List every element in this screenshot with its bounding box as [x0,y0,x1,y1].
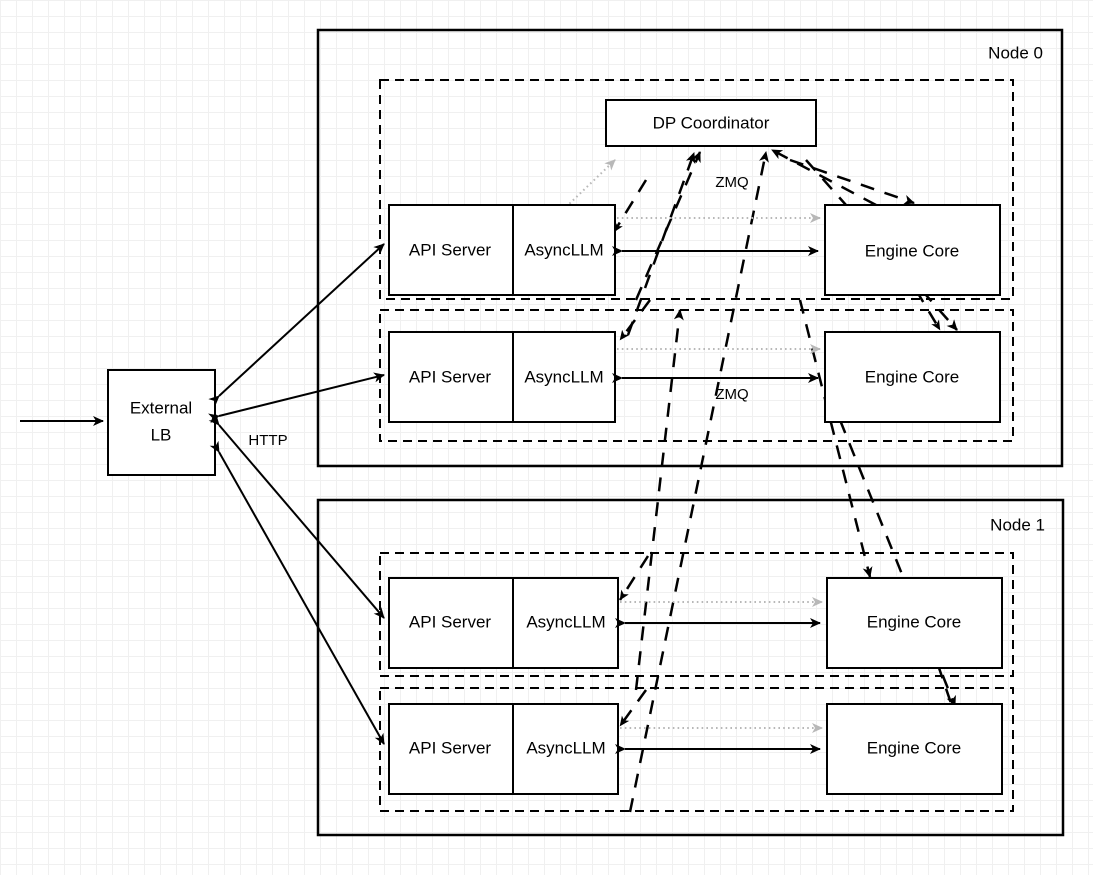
n1r1-api-server-label: API Server [409,738,492,757]
dashed-edge-into-n1r1-asyncllm [618,689,648,727]
n0r1-apiserver-asyncllm-box[interactable] [388,331,616,423]
dashed-edge-n1r1-to-coordinator [628,151,769,813]
node-1-label: Node 1 [990,515,1045,534]
n0r0-async-llm-label: AsyncLLM [524,240,603,259]
dashed-edge-n0r1-to-coordinator [626,152,696,336]
node-1-replica-0-group [379,552,1014,677]
n0r0-engine-core-box[interactable] [824,204,1001,296]
node-1-replica-1-group [379,687,1014,812]
dp-coordinator-box[interactable] [605,99,817,147]
external-lb-label-line1: External [130,398,192,417]
n1r1-engine-core-box[interactable] [826,703,1003,795]
solid-edge-lb-n1r0-apiserver[interactable] [208,414,385,619]
n1r0-api-server-label: API Server [409,612,492,631]
node-0-replica-0-group [379,79,1014,300]
dashed-edge-into-n0r1-asyncllm [619,299,651,341]
dp-coordinator-label: DP Coordinator [653,113,770,132]
node-0-label: Node 0 [988,43,1043,62]
zmq-label-mid: ZMQ [715,386,748,403]
external-lb-label-line2: LB [151,425,172,444]
dashed-edge-n1r0-core-down [936,664,956,713]
solid-edge-lb-n1r1-apiserver[interactable] [209,440,385,745]
n1r1-engine-core-label: Engine Core [867,738,962,757]
dashed-edge-n0r0-core-to-coordinator [771,148,877,207]
n1r0-async-llm-label: AsyncLLM [526,612,605,631]
solid-edge-lb-n0r1-apiserver[interactable] [208,372,385,424]
http-label: HTTP [248,432,287,449]
n0r0-apiserver-asyncllm-box[interactable] [388,204,616,296]
n0r1-engine-core-box[interactable] [824,331,1001,423]
dashed-edge-into-n1r0-asyncllm [618,555,650,601]
n1r1-async-llm-label: AsyncLLM [526,738,605,757]
n0r0-api-server-label: API Server [409,240,492,259]
solid-edge-lb-n0r0-apiserver[interactable] [208,243,385,407]
dashed-edge-n0r0-core-down [914,289,942,331]
n0r0-engine-core-label: Engine Core [865,241,960,260]
external-lb-box[interactable] [107,369,216,476]
n1r0-engine-core-label: Engine Core [867,612,962,631]
dashed-edge-coordinator-to-n1r0-core [798,299,873,578]
dashed-edge-coordinator-to-n0r0-core [789,158,915,205]
n0r1-async-llm-label: AsyncLLM [524,367,603,386]
n1r0-apiserver-asyncllm-box[interactable] [388,577,619,669]
n0r1-engine-core-label: Engine Core [865,367,960,386]
n1r1-apiserver-asyncllm-box[interactable] [388,703,619,795]
dotted-edge-n0r0-asyncllm-to-coordinator [565,159,616,208]
zmq-label-top: ZMQ [715,174,748,191]
dashed-edge-n0r0-left-to-coordinator [634,151,702,301]
dashed-edge-into-n0r0-asyncllm [612,179,648,233]
n1r0-engine-core-box[interactable] [826,577,1003,669]
n0r1-api-server-label: API Server [409,367,492,386]
